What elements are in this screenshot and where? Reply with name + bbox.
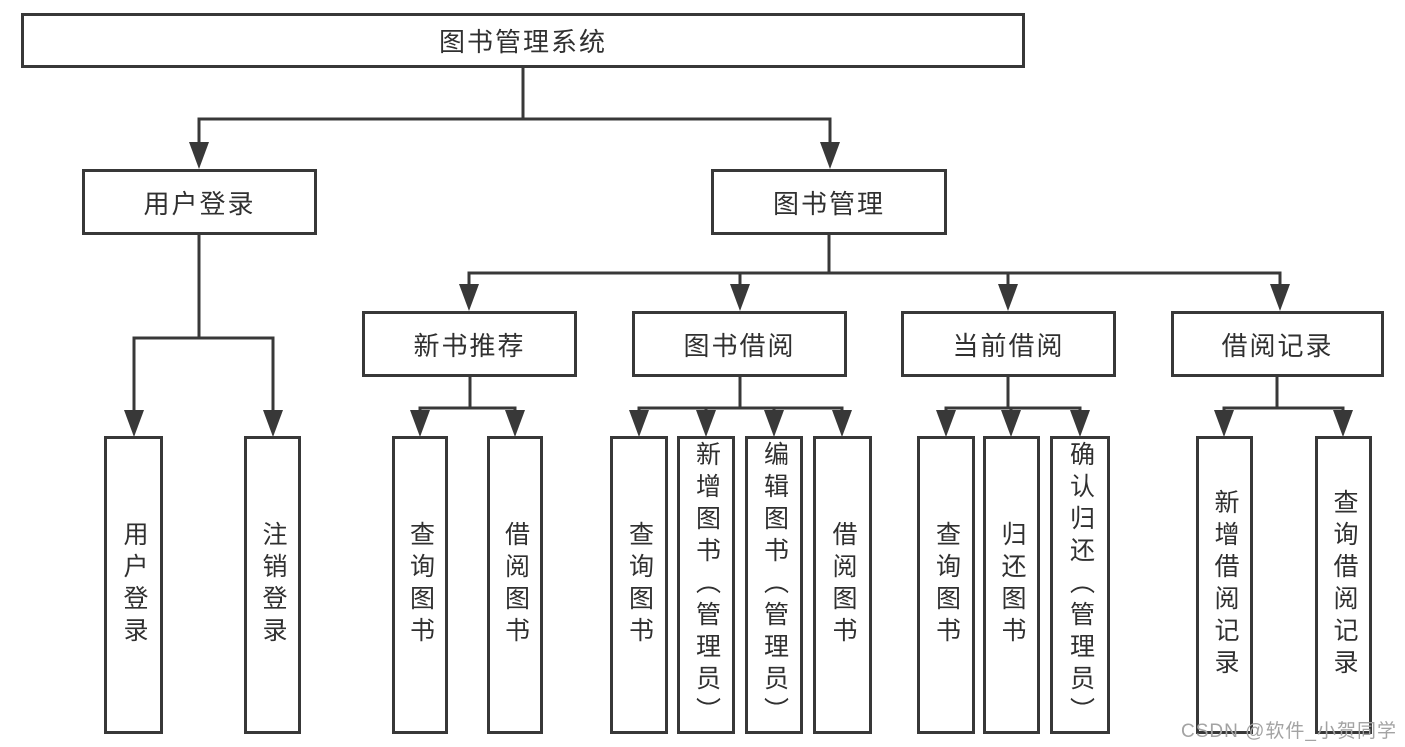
leaf-query-borrow-record-label: 查询借阅记录 [1330, 489, 1358, 681]
node-book-management-label: 图书管理 [772, 188, 885, 219]
connector-rec-to-leaves [418, 375, 517, 415]
node-new-book-recommend: 新书推荐 [362, 311, 577, 377]
leaf-query-book-current-label: 查询图书 [932, 521, 961, 649]
node-root-label: 图书管理系统 [438, 27, 607, 57]
leaf-add-book-admin: 新增图书（管理员） [677, 436, 735, 734]
connector-root-to-level2 [197, 66, 832, 147]
leaf-user-login: 用户登录 [104, 436, 163, 734]
leaf-edit-book-admin: 编辑图书（管理员） [745, 436, 803, 734]
leaf-add-borrow-record: 新增借阅记录 [1196, 436, 1253, 734]
node-book-management: 图书管理 [711, 169, 947, 235]
leaf-confirm-return-admin: 确认归还（管理员） [1050, 436, 1110, 734]
leaf-user-login-label: 用户登录 [120, 521, 148, 649]
connector-current-to-leaves [944, 375, 1082, 415]
node-borrow-records-label: 借阅记录 [1221, 330, 1334, 361]
leaf-confirm-return-admin-label: 确认归还（管理员） [1066, 441, 1095, 729]
leaf-query-book-current: 查询图书 [917, 436, 975, 734]
connector-login-to-leaves [132, 233, 275, 414]
leaf-borrow-book-recommend: 借阅图书 [487, 436, 543, 734]
node-current-borrow-label: 当前借阅 [952, 330, 1065, 361]
leaf-query-book-borrow-label: 查询图书 [625, 521, 654, 649]
connector-mgmt-to-level3 [467, 233, 1282, 290]
connector-records-to-leaves [1222, 375, 1345, 415]
leaf-add-book-admin-label: 新增图书（管理员） [692, 441, 721, 729]
leaf-return-book: 归还图书 [983, 436, 1040, 734]
leaf-query-book-recommend-label: 查询图书 [406, 521, 435, 649]
leaf-borrow-book: 借阅图书 [813, 436, 872, 734]
node-new-book-recommend-label: 新书推荐 [413, 330, 526, 361]
leaf-logout-label: 注销登录 [259, 521, 287, 649]
leaf-query-book-recommend: 查询图书 [392, 436, 448, 734]
leaf-query-book-borrow: 查询图书 [610, 436, 668, 734]
csdn-watermark: CSDN @软件_小贺同学 [1181, 721, 1397, 742]
node-borrow-records: 借阅记录 [1171, 311, 1384, 377]
node-root-system: 图书管理系统 [21, 13, 1025, 68]
leaf-edit-book-admin-label: 编辑图书（管理员） [760, 441, 789, 729]
node-current-borrow: 当前借阅 [901, 311, 1116, 377]
leaf-query-borrow-record: 查询借阅记录 [1315, 436, 1372, 734]
node-user-login: 用户登录 [82, 169, 317, 235]
leaf-logout: 注销登录 [244, 436, 301, 734]
node-book-borrow: 图书借阅 [632, 311, 847, 377]
leaf-add-borrow-record-label: 新增借阅记录 [1211, 489, 1239, 681]
leaf-borrow-book-label: 借阅图书 [829, 521, 857, 649]
node-book-borrow-label: 图书借阅 [683, 330, 796, 361]
node-user-login-label: 用户登录 [143, 188, 256, 219]
leaf-return-book-label: 归还图书 [998, 521, 1026, 649]
connector-borrow-to-leaves [637, 375, 844, 415]
leaf-borrow-book-recommend-label: 借阅图书 [501, 521, 530, 649]
